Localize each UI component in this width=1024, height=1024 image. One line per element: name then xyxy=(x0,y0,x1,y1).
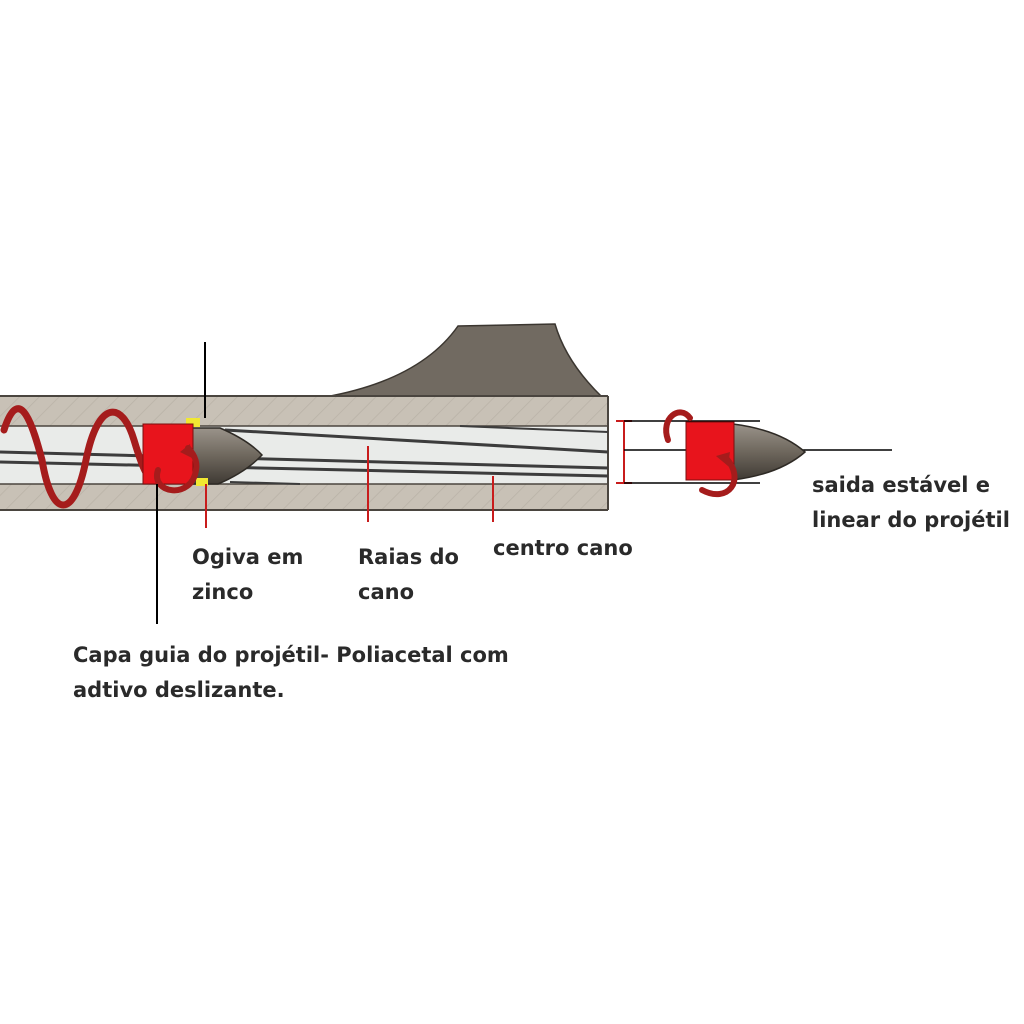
exit-bullet-ogive xyxy=(732,423,807,481)
label-capa: Capa guia do projétil- Poliacetal com ad… xyxy=(73,638,509,708)
label-centro: centro cano xyxy=(493,531,633,566)
label-ogiva-line2: zinco xyxy=(192,580,254,604)
zinc-marker-top xyxy=(186,418,200,427)
rotation-arrow-icon xyxy=(154,445,200,494)
label-saida-line2: linear do projétil xyxy=(812,508,1010,532)
label-ogiva-line1: Ogiva em xyxy=(192,545,304,569)
label-capa-line1: Capa guia do projétil- Poliacetal com xyxy=(73,643,509,667)
spiral-rotation-path xyxy=(0,405,156,509)
label-ogiva: Ogiva em zinco xyxy=(192,540,303,610)
label-saida: saida estável e linear do projétil xyxy=(812,468,1010,538)
label-centro-line1: centro cano xyxy=(493,536,633,560)
exit-guide-cap xyxy=(685,421,735,481)
rifling-grooves xyxy=(0,425,609,485)
leader-lines-red xyxy=(205,446,494,528)
label-raias: Raias do cano xyxy=(358,540,459,610)
label-raias-line2: cano xyxy=(358,580,414,604)
exit-bracket xyxy=(616,420,632,484)
label-raias-line1: Raias do xyxy=(358,545,459,569)
exit-rotation-arrow-icon xyxy=(663,409,738,498)
label-saida-line1: saida estável e xyxy=(812,473,991,497)
front-sight xyxy=(324,323,604,398)
barrel xyxy=(0,395,609,511)
zinc-ogive xyxy=(191,427,264,485)
zinc-marker-bottom xyxy=(196,478,208,486)
label-capa-line2: adtivo deslizante. xyxy=(73,678,285,702)
